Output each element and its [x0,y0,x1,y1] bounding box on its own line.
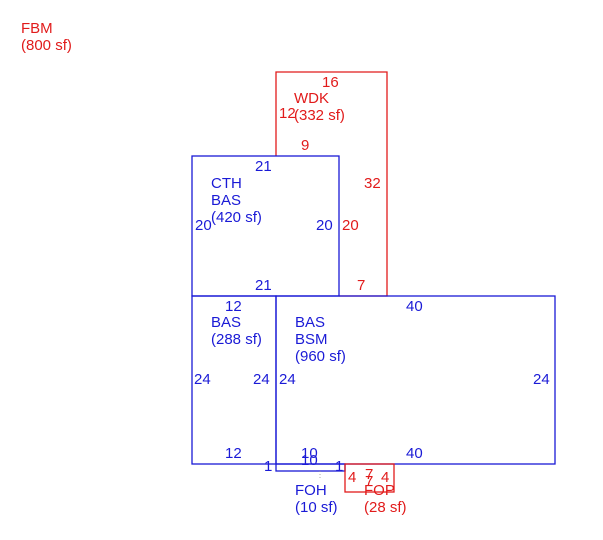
foh-label: FOH (10 sf) [295,482,338,516]
dim-fop-left: 4 [348,469,357,486]
dim-fop-right: 4 [381,469,390,486]
dim-wdk-top: 16 [322,74,339,91]
foh-code: FOH [295,482,327,499]
cth-code-2: BAS [211,192,242,209]
dim-bsm-left: 24 [279,371,296,388]
dim-bsm-right: 24 [533,371,550,388]
dim-cth-top: 21 [255,158,272,175]
dim-bas-small-bottom: 12 [225,445,242,462]
dim-wdk-left: 12 [279,105,296,122]
dim-foh-top: 10 [301,445,318,462]
fbm-code: FBM [21,20,53,37]
bas-bsm-code-1: BAS [295,314,326,331]
dim-bas-small-left: 24 [194,371,211,388]
bas-bsm-area: (960 sf) [295,348,346,365]
dim-fop-bottom: 7 [365,473,374,490]
dim-foh-left: 1 [264,458,273,475]
fbm-label: FBM (800 sf) [21,20,72,54]
dim-wdk-inner: 9 [301,137,310,154]
dim-wdk-lower-right: 20 [342,217,359,234]
dim-bsm-bottom: 40 [406,445,423,462]
dim-wdk-right: 32 [364,175,381,192]
fop-label: FOP (28 sf) [364,482,407,516]
fop-code: FOP [364,482,395,499]
fop-outline [344,463,395,493]
dim-cth-left: 20 [195,217,212,234]
bas-bsm-code-2: BSM [295,331,328,348]
dim-wdk-bottom: 7 [357,277,366,294]
dim-foh-right: 1 [335,458,344,475]
dim-bas-small-right: 24 [253,371,270,388]
bas-small-area: (288 sf) [211,331,262,348]
fbm-area: (800 sf) [21,37,72,54]
bas-small-label: BAS (288 sf) [211,314,262,348]
bas-small-code: BAS [211,314,242,331]
dim-foh-bottom: 10 [301,452,318,469]
bas-bsm-label: BAS BSM (960 sf) [295,314,346,365]
dim-cth-bottom: 21 [255,277,272,294]
wdk-area: (332 sf) [294,107,345,124]
fop-area: (28 sf) [364,499,407,516]
dim-cth-right: 20 [316,217,333,234]
dim-bas-small-top: 12 [225,298,242,315]
dim-fop-top: 7 [365,466,374,483]
cth-area: (420 sf) [211,209,262,226]
bas-bsm-outline [275,295,556,465]
wdk-code: WDK [294,90,329,107]
cth-label: CTH BAS (420 sf) [211,175,262,226]
dim-bsm-top: 40 [406,298,423,315]
cth-code-1: CTH [211,175,242,192]
foh-area: (10 sf) [295,499,338,516]
wdk-label: WDK (332 sf) [294,90,345,124]
